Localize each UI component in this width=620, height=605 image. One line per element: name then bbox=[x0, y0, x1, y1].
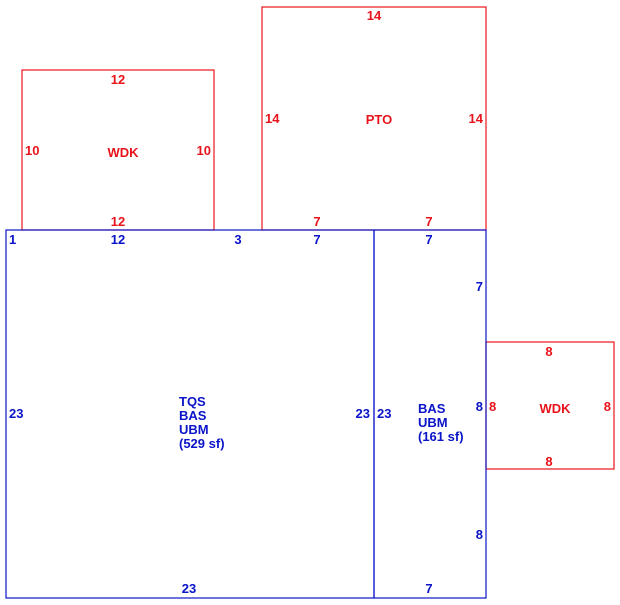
pto-bottom-left-dimension: 7 bbox=[313, 214, 320, 229]
main-code-3: UBM bbox=[179, 422, 209, 437]
wdk-left-left-dimension: 10 bbox=[25, 143, 39, 158]
pto-top-dimension: 14 bbox=[367, 8, 382, 23]
wdk-right-bottom-dimension: 8 bbox=[545, 454, 552, 469]
wdk-right-section: 8 8 8 8 WDK bbox=[485, 341, 615, 470]
wdk-right-left-dimension: 8 bbox=[489, 399, 496, 414]
main-top-dimension-1: 1 bbox=[9, 232, 16, 247]
side-right-dimension-middle: 8 bbox=[476, 399, 483, 414]
wdk-left-section: 12 12 10 10 WDK bbox=[21, 69, 215, 231]
main-top-dimension-4: 7 bbox=[313, 232, 320, 247]
side-right-dimension-upper: 7 bbox=[476, 279, 483, 294]
wdk-right-top-dimension: 8 bbox=[545, 344, 552, 359]
side-code-2: UBM bbox=[418, 415, 448, 430]
pto-section: 14 14 14 PTO 7 7 bbox=[261, 6, 487, 231]
wdk-left-top-dimension: 12 bbox=[111, 72, 125, 87]
side-right-dimension-lower: 8 bbox=[476, 527, 483, 542]
pto-left-dimension: 14 bbox=[265, 111, 280, 126]
main-area-total: (529 sf) bbox=[179, 436, 225, 451]
wdk-left-label: WDK bbox=[107, 145, 139, 160]
main-code-1: TQS bbox=[179, 394, 206, 409]
wdk-left-right-dimension: 10 bbox=[197, 143, 211, 158]
main-code-2: BAS bbox=[179, 408, 207, 423]
main-top-dimension-3: 3 bbox=[234, 232, 241, 247]
side-top-dimension: 7 bbox=[425, 232, 432, 247]
side-area-total: (161 sf) bbox=[418, 429, 464, 444]
side-left-dimension: 23 bbox=[377, 406, 391, 421]
wdk-left-bottom-dimension: 12 bbox=[111, 214, 125, 229]
pto-right-dimension: 14 bbox=[469, 111, 484, 126]
wdk-right-right-dimension: 8 bbox=[604, 399, 611, 414]
side-code-1: BAS bbox=[418, 401, 446, 416]
main-right-dimension: 23 bbox=[356, 406, 370, 421]
main-left-dimension: 23 bbox=[9, 406, 23, 421]
pto-bottom-right-dimension: 7 bbox=[425, 214, 432, 229]
main-bottom-dimension: 23 bbox=[182, 581, 196, 596]
pto-label: PTO bbox=[366, 112, 393, 127]
side-bottom-dimension: 7 bbox=[425, 581, 432, 596]
main-top-dimension-2: 12 bbox=[111, 232, 125, 247]
side-area-section: 7 23 7 8 8 7 BAS UBM (161 sf) bbox=[373, 229, 487, 599]
wdk-right-label: WDK bbox=[539, 401, 571, 416]
side-area-outline bbox=[373, 229, 487, 599]
main-area-section: 1 12 3 7 23 23 23 TQS BAS UBM (529 sf) bbox=[5, 229, 375, 599]
